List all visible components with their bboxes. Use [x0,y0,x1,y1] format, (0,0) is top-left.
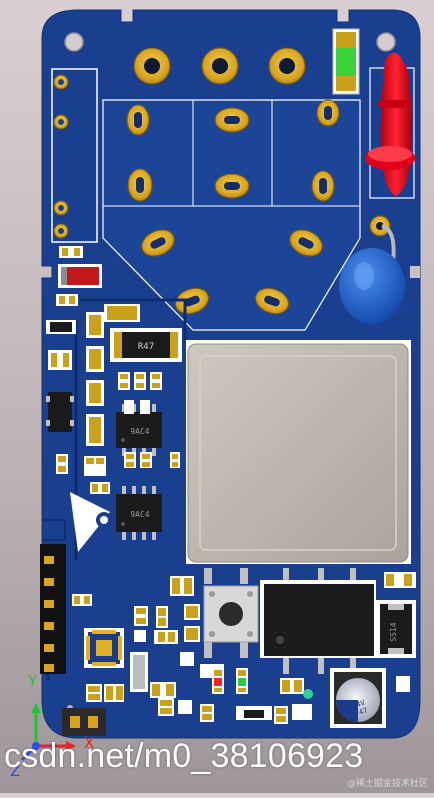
tactile-button [203,568,259,658]
smd-passives-lower [72,572,416,724]
regulator-left [46,320,76,432]
resistor-column [86,304,140,446]
left-connector-outline [51,68,98,243]
relay-outline [102,99,361,331]
red-varistor [365,52,415,237]
power-module [186,340,411,564]
pin-header-left [40,544,66,674]
inductor: R47 [110,328,182,362]
ic-9ac4-bottom: 9AC4 [116,486,162,540]
terminal-pads [133,47,306,85]
smd-passives-mid [56,372,180,494]
electrolytic-capacitor: 4V47 [330,668,386,728]
power-ic [260,568,376,674]
status-leds [212,668,313,699]
axis-x-label: X [84,734,95,752]
credit-text: @稀土掘金技术社区 [346,779,428,789]
inductor-label: R47 [138,342,154,352]
board-logo [70,492,112,552]
axis-z-label: Z [10,762,21,780]
ic-top-label: 9AC4 [130,427,149,436]
green-led [332,28,360,95]
watermark-text: csdn.net/m0_38106923 [4,737,364,775]
ic-bottom-label: 9AC4 [130,510,149,519]
diode-label: SS14 [389,622,398,641]
blue-capacitor [339,224,405,324]
axis-gizmo [20,703,76,762]
bottom-connector [62,708,106,736]
diode: SS14 [376,600,416,658]
qfn-mcu [84,628,124,668]
smd-parts-left [56,246,102,306]
axis-y-label: Y [28,672,38,690]
capacitor-label: 4V47 [355,699,369,717]
